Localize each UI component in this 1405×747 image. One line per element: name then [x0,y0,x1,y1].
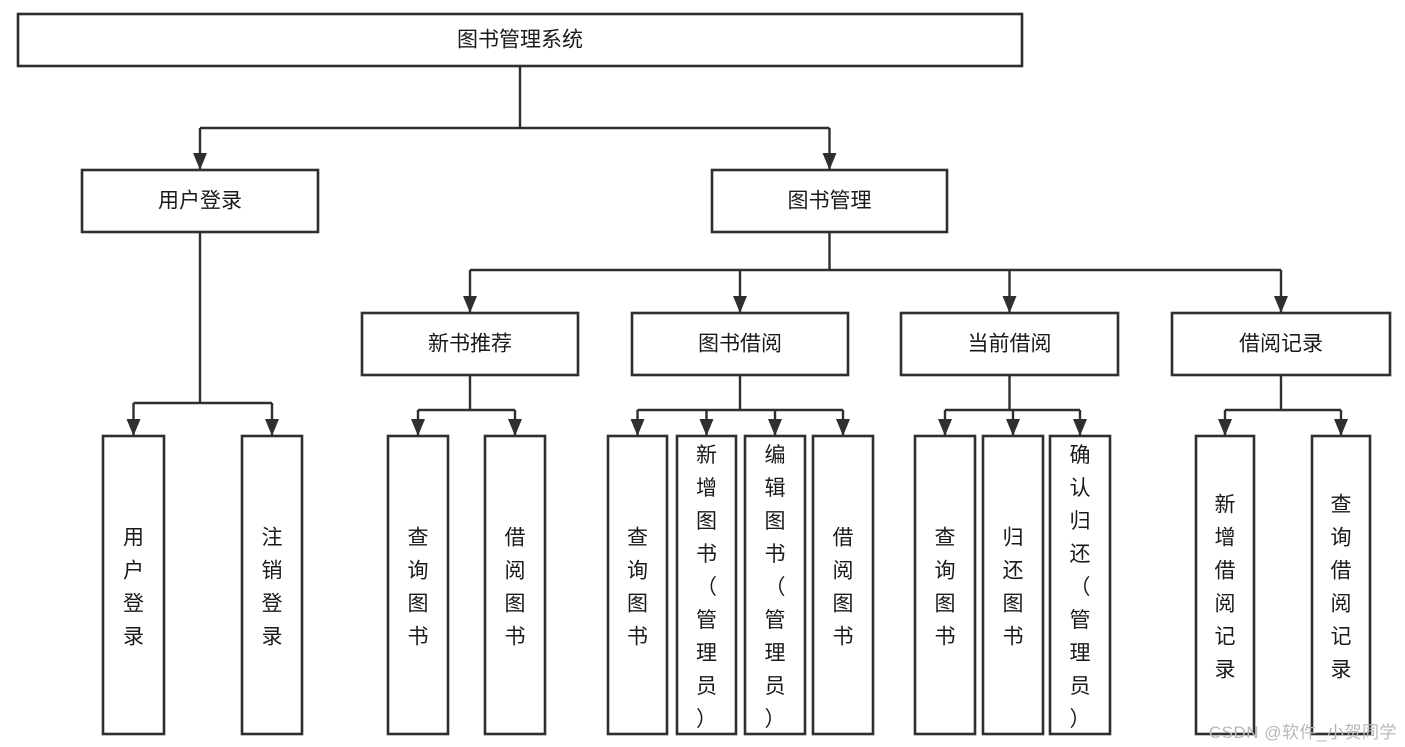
node-branch[interactable]: 图书管理系统 [16,12,1024,68]
node-label: 图书借阅 [698,333,782,356]
node-box[interactable] [710,168,949,234]
node-label: 查询图书 [627,527,648,649]
node-box[interactable] [913,434,977,736]
node-label: 图书管理系统 [457,29,583,52]
arrow-head [699,419,714,436]
node-label: 确认归还（管理员） [1070,444,1091,731]
arrow-head [193,153,207,170]
node-branch[interactable]: 图书借阅 [630,311,850,377]
node-label: 编辑图书（管理员） [765,444,786,731]
node-leaf[interactable]: 用户登录 [101,434,166,736]
node-leaf[interactable]: 编辑图书（管理员） [743,434,807,736]
node-label: 新书推荐 [428,333,512,356]
node-box[interactable] [1048,434,1112,736]
node-box[interactable] [606,434,669,736]
connector-layer [126,66,1348,436]
node-box[interactable] [80,168,320,234]
node-box[interactable] [101,434,166,736]
arrow-head [1334,419,1348,436]
node-leaf[interactable]: 查询图书 [386,434,450,736]
node-label: 借阅图书 [505,527,526,649]
node-label: 归还图书 [1003,527,1024,649]
node-box[interactable] [16,12,1024,68]
node-label: 注销登录 [262,527,283,649]
node-label: 查询图书 [935,527,956,649]
node-label: 借阅记录 [1239,333,1323,356]
node-label: 图书管理 [788,190,872,213]
node-leaf[interactable]: 查询图书 [606,434,669,736]
node-leaf[interactable]: 借阅图书 [483,434,547,736]
arrow-head [630,419,645,436]
arrow-head [836,419,850,436]
arrow-head [463,296,477,313]
node-box[interactable] [483,434,547,736]
node-branch[interactable]: 借阅记录 [1170,311,1392,377]
arrow-head [768,419,782,436]
node-box[interactable] [981,434,1045,736]
node-leaf[interactable]: 查询借阅记录 [1310,434,1372,736]
node-box[interactable] [899,311,1120,377]
arrow-head [1274,296,1288,313]
node-leaf[interactable]: 新增图书（管理员） [675,434,738,736]
node-leaf[interactable]: 归还图书 [981,434,1045,736]
node-box[interactable] [630,311,850,377]
node-layer: 图书管理系统用户登录图书管理新书推荐图书借阅当前借阅借阅记录用户登录注销登录查询… [16,12,1392,736]
node-box[interactable] [675,434,738,736]
node-label: 新增图书（管理员） [696,444,717,731]
node-leaf[interactable]: 新增借阅记录 [1194,434,1256,736]
arrow-head [1218,419,1232,436]
arrow-head [822,153,837,170]
arrow-head [1002,296,1017,313]
node-leaf[interactable]: 确认归还（管理员） [1048,434,1112,736]
node-box[interactable] [240,434,304,736]
arrow-head [733,296,747,313]
arrow-head [265,419,279,436]
node-label: 用户登录 [123,527,144,649]
node-branch[interactable]: 新书推荐 [360,311,580,377]
arrow-head [1073,419,1087,436]
arrow-head [126,419,141,436]
node-label: 借阅图书 [833,527,854,649]
node-branch[interactable]: 图书管理 [710,168,949,234]
node-label: 用户登录 [158,190,242,213]
arrow-head [1006,419,1020,436]
node-branch[interactable]: 用户登录 [80,168,320,234]
node-label: 当前借阅 [968,333,1052,356]
watermark-label: CSDN @软件_小贺同学 [1208,723,1397,742]
arrow-head [508,419,522,436]
node-box[interactable] [743,434,807,736]
node-leaf[interactable]: 注销登录 [240,434,304,736]
node-branch[interactable]: 当前借阅 [899,311,1120,377]
node-box[interactable] [1194,434,1256,736]
arrow-head [938,419,952,436]
node-box[interactable] [1310,434,1372,736]
node-box[interactable] [360,311,580,377]
arrow-head [411,419,425,436]
node-box[interactable] [1170,311,1392,377]
node-label: 查询图书 [408,527,429,649]
node-leaf[interactable]: 借阅图书 [811,434,875,736]
node-leaf[interactable]: 查询图书 [913,434,977,736]
node-label: 查询借阅记录 [1331,494,1352,682]
node-box[interactable] [386,434,450,736]
node-box[interactable] [811,434,875,736]
node-label: 新增借阅记录 [1215,494,1236,682]
